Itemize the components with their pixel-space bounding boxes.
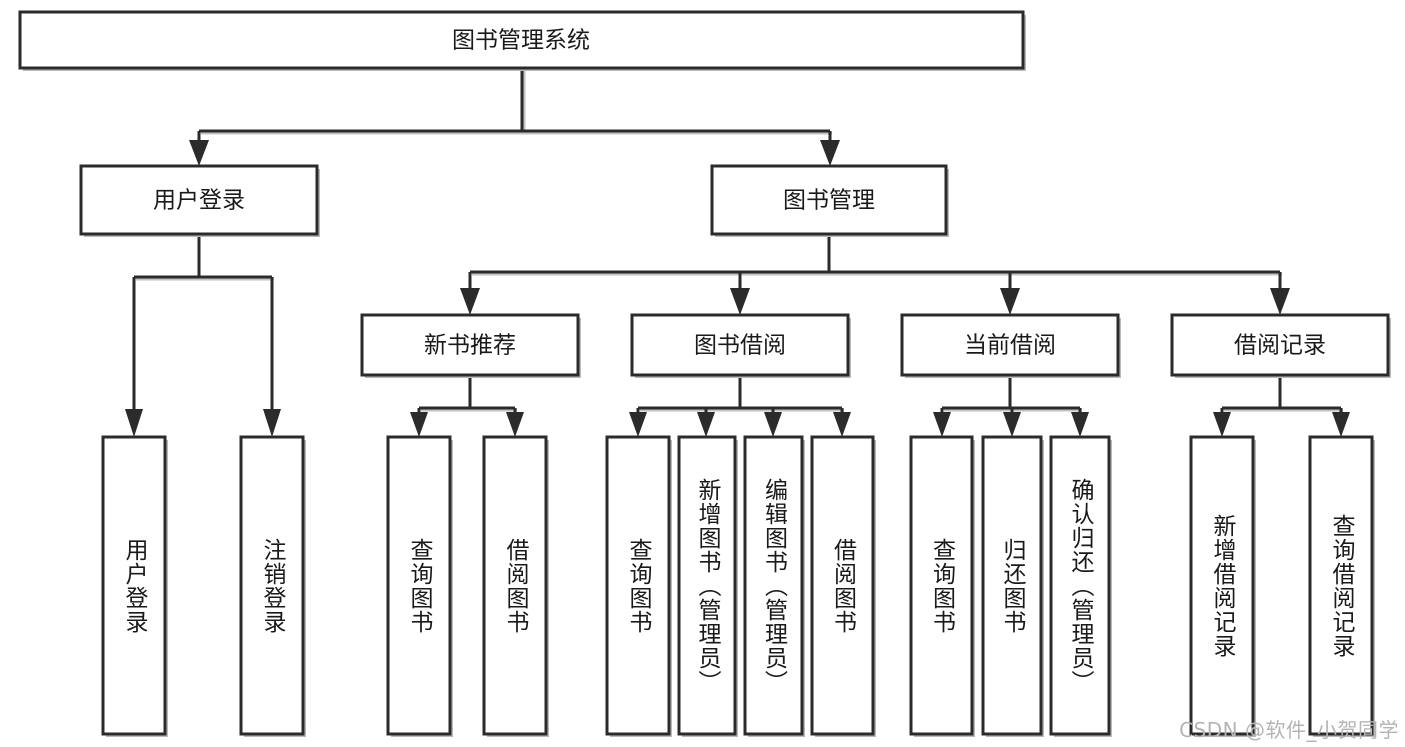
node-book-borrow-label: 图书借阅 (694, 333, 786, 359)
node-leaf-borrow-book-2[interactable]: 借阅图书 (810, 435, 876, 737)
node-root-label: 图书管理系统 (452, 28, 590, 54)
node-leaf-query-book-3-box[interactable] (909, 435, 974, 736)
node-borrow-record-box[interactable] (1170, 313, 1390, 377)
node-leaf-borrow-book-1[interactable]: 借阅图书 (482, 435, 549, 737)
arrow-head-leaf-borrow-book-2 (833, 412, 851, 437)
node-leaf-add-record[interactable]: 新增借阅记录 (1189, 435, 1256, 737)
node-leaf-query-record[interactable]: 查询借阅记录 (1308, 435, 1375, 737)
node-leaf-add-book-label: 新增图书（管理员） (694, 477, 721, 694)
node-leaf-return-book-label: 归还图书 (999, 537, 1026, 634)
node-leaf-user-logout[interactable]: 注销登录 (239, 435, 306, 737)
node-current-borrow[interactable]: 当前借阅 (900, 313, 1121, 378)
node-leaf-query-book-1-label: 查询图书 (406, 537, 433, 634)
node-leaf-query-book-1-box[interactable] (386, 435, 452, 736)
arrow-head-leaf-add-book (697, 412, 715, 437)
node-current-borrow-label: 当前借阅 (964, 333, 1056, 359)
node-leaf-edit-book[interactable]: 编辑图书（管理员） (743, 435, 805, 737)
node-leaf-edit-book-box[interactable] (743, 435, 804, 736)
arrow-head-book-manage (820, 140, 840, 166)
node-user-login-box[interactable] (79, 164, 319, 236)
arrow-head-leaf-query-book-1 (410, 412, 428, 437)
node-leaf-confirm-return-box[interactable] (1049, 435, 1111, 736)
node-new-book-rec-label: 新书推荐 (424, 333, 516, 359)
node-book-manage-box[interactable] (710, 164, 948, 236)
node-new-book-rec[interactable]: 新书推荐 (360, 313, 581, 378)
node-leaf-user-login-box[interactable] (101, 435, 167, 736)
arrow-head-user-login (189, 140, 209, 166)
node-leaf-query-book-2-box[interactable] (605, 435, 671, 736)
node-leaf-user-logout-label: 注销登录 (259, 537, 286, 634)
node-leaf-confirm-return-label: 确认归还（管理员） (1067, 477, 1094, 694)
arrow-head-leaf-borrow-book-1 (506, 412, 524, 437)
node-leaf-return-book-box[interactable] (981, 435, 1043, 736)
arrow-head-leaf-edit-book (764, 412, 782, 437)
node-user-login[interactable]: 用户登录 (79, 164, 320, 237)
node-leaf-query-book-3[interactable]: 查询图书 (909, 435, 975, 737)
node-leaf-borrow-book-2-label: 借阅图书 (829, 537, 856, 634)
node-leaf-edit-book-label: 编辑图书（管理员） (760, 477, 787, 694)
node-leaf-borrow-book-2-box[interactable] (810, 435, 875, 736)
arrow-head-leaf-confirm-return (1071, 412, 1089, 437)
arrow-head-leaf-return-book (1003, 412, 1021, 437)
node-leaf-add-record-label: 新增借阅记录 (1209, 513, 1236, 658)
node-book-borrow[interactable]: 图书借阅 (630, 313, 851, 378)
node-leaf-confirm-return[interactable]: 确认归还（管理员） (1049, 435, 1112, 737)
node-leaf-user-login[interactable]: 用户登录 (101, 435, 168, 737)
arrow-head-leaf-query-book-2 (629, 412, 647, 437)
connector-layer (125, 68, 1350, 437)
node-leaf-query-book-2[interactable]: 查询图书 (605, 435, 672, 737)
node-book-borrow-box[interactable] (630, 313, 850, 377)
arrow-head-leaf-user-logout (263, 409, 281, 437)
node-leaf-add-book[interactable]: 新增图书（管理员） (677, 435, 738, 737)
arrow-head-leaf-query-book-3 (933, 412, 951, 437)
node-leaf-borrow-book-1-label: 借阅图书 (502, 537, 529, 634)
node-root-box[interactable] (18, 10, 1025, 70)
arrow-head-new-book-rec (460, 288, 480, 315)
node-leaf-add-book-box[interactable] (677, 435, 737, 736)
node-leaf-query-record-box[interactable] (1308, 435, 1374, 736)
arrow-head-leaf-user-login (125, 409, 143, 437)
node-leaf-add-record-box[interactable] (1189, 435, 1255, 736)
node-leaf-query-book-3-label: 查询图书 (928, 537, 955, 634)
node-leaf-user-login-label: 用户登录 (121, 537, 148, 634)
node-book-manage-label: 图书管理 (783, 188, 875, 214)
node-leaf-borrow-book-1-box[interactable] (482, 435, 548, 736)
node-root[interactable]: 图书管理系统 (18, 10, 1026, 71)
node-book-manage[interactable]: 图书管理 (710, 164, 949, 237)
arrow-head-borrow-record (1270, 288, 1290, 315)
arrow-head-leaf-add-record (1213, 412, 1231, 437)
arrow-head-current-borrow (1000, 288, 1020, 315)
node-leaf-query-book-1[interactable]: 查询图书 (386, 435, 453, 737)
arrow-head-leaf-query-record (1332, 412, 1350, 437)
node-current-borrow-box[interactable] (900, 313, 1120, 377)
node-leaf-user-logout-box[interactable] (239, 435, 305, 736)
arrow-head-book-borrow (730, 288, 750, 315)
node-borrow-record[interactable]: 借阅记录 (1170, 313, 1391, 378)
node-new-book-rec-box[interactable] (360, 313, 580, 377)
node-leaf-query-record-label: 查询借阅记录 (1328, 513, 1355, 658)
node-borrow-record-label: 借阅记录 (1234, 333, 1326, 359)
node-user-login-label: 用户登录 (153, 188, 245, 214)
node-leaf-return-book[interactable]: 归还图书 (981, 435, 1044, 737)
node-leaf-query-book-2-label: 查询图书 (625, 537, 652, 634)
